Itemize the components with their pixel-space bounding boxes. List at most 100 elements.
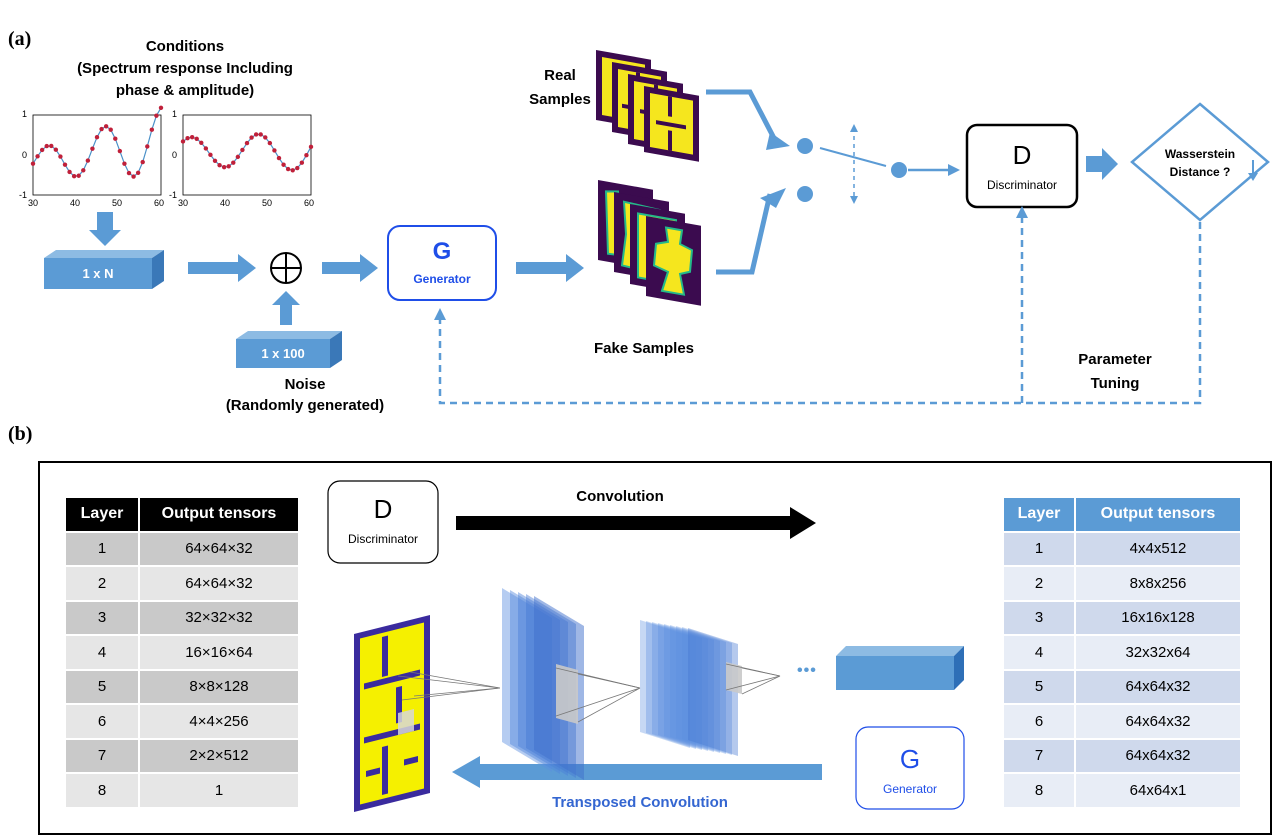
noise-caption: Noise (Randomly generated) bbox=[225, 376, 385, 414]
layer-cell: 5 bbox=[66, 669, 140, 705]
curve-marker bbox=[49, 143, 54, 149]
layer-cell: 1 bbox=[1004, 531, 1076, 567]
tensor-cell: 64x64x32 bbox=[1075, 738, 1240, 774]
layer-cell: 2 bbox=[66, 566, 140, 602]
plot1-ytick: 0 bbox=[22, 150, 28, 160]
tensor-cell: 64×64×32 bbox=[139, 531, 298, 567]
transposed-convolution-label: Transposed Convolution bbox=[552, 794, 728, 811]
arrow-generator-to-fake bbox=[516, 254, 584, 282]
spectrum-plot-2 bbox=[180, 114, 314, 196]
plot1-ytick: 1 bbox=[22, 109, 28, 119]
curve-marker bbox=[117, 148, 123, 154]
ellipsis: ••• bbox=[797, 662, 817, 679]
fake-samples-stack bbox=[598, 180, 701, 306]
plot2-ytick: 0 bbox=[172, 150, 178, 160]
curve-marker bbox=[267, 140, 273, 146]
curve-marker bbox=[203, 146, 209, 151]
curve-marker bbox=[76, 173, 81, 178]
curve-marker bbox=[276, 155, 282, 161]
sum-operator-icon bbox=[270, 252, 302, 284]
curve-marker bbox=[244, 140, 250, 146]
tensor-cell: 4x4x512 bbox=[1075, 531, 1240, 567]
down-arrow-conditions bbox=[89, 212, 121, 246]
discriminator-letter-b: D bbox=[373, 494, 393, 524]
plot2-xtick: 60 bbox=[304, 198, 315, 208]
layer-cell: 2 bbox=[1004, 566, 1076, 602]
real-path bbox=[706, 89, 779, 144]
plot2-ytick: 1 bbox=[172, 109, 178, 119]
layer-cell: 3 bbox=[66, 600, 140, 636]
arrow-discriminator-to-decision bbox=[1086, 148, 1118, 180]
plot1-ytick: -1 bbox=[19, 190, 28, 200]
generator-name-b: Generator bbox=[882, 782, 938, 796]
curve-marker bbox=[194, 136, 199, 141]
layer-cell: 4 bbox=[1004, 635, 1076, 671]
tensor-cell: 64x64x32 bbox=[1075, 704, 1240, 740]
curve-marker bbox=[85, 158, 91, 163]
panel-b-label: (b) bbox=[8, 423, 33, 445]
tensor-cell: 32×32×32 bbox=[139, 600, 298, 636]
curve-marker bbox=[122, 161, 127, 166]
tensor-cell: 1 bbox=[139, 773, 298, 809]
curve-marker bbox=[226, 164, 231, 169]
curve-marker bbox=[189, 134, 195, 140]
curve-marker bbox=[30, 161, 36, 166]
noise-vector-box bbox=[236, 331, 342, 368]
layer-cell: 3 bbox=[1004, 600, 1076, 636]
tensor-cell: 64x64x1 bbox=[1075, 773, 1240, 809]
curve-marker bbox=[217, 162, 222, 168]
curve-marker bbox=[272, 148, 277, 153]
arrow-sum-to-generator bbox=[322, 254, 378, 282]
spectrum-plot-1 bbox=[30, 105, 164, 196]
generator-box-b bbox=[855, 726, 965, 810]
conv-layer-stack-2 bbox=[640, 620, 742, 756]
curve-marker bbox=[199, 140, 204, 145]
curve-marker bbox=[185, 135, 190, 141]
plot1-xtick: 50 bbox=[112, 198, 123, 208]
real-samples-stack bbox=[596, 50, 699, 162]
parameter-tuning-feedback bbox=[438, 216, 1202, 405]
curve-marker bbox=[108, 127, 113, 132]
curve-marker bbox=[304, 152, 309, 158]
curve-marker bbox=[58, 154, 63, 159]
tensor-cell: 2×2×512 bbox=[139, 738, 298, 774]
discriminator-letter-a: D bbox=[1012, 140, 1032, 170]
curve-marker bbox=[231, 160, 236, 165]
conditions-title: Conditions (Spectrum response Including … bbox=[77, 38, 293, 99]
curve-marker bbox=[44, 143, 49, 149]
curve-marker bbox=[263, 135, 268, 140]
table-header-output: Output tensors bbox=[1075, 498, 1240, 533]
layer-cell: 5 bbox=[1004, 669, 1076, 705]
curve-marker bbox=[180, 139, 186, 144]
curve-marker bbox=[90, 146, 95, 151]
convolution-arrow bbox=[456, 507, 816, 539]
real-samples-label: Real Samples bbox=[529, 67, 591, 108]
fake-samples-label: Fake Samples bbox=[593, 340, 695, 357]
layer-cell: 7 bbox=[1004, 738, 1076, 774]
curve-marker bbox=[281, 162, 286, 167]
curve-marker bbox=[39, 147, 45, 153]
condition-vector-label: 1 x N bbox=[82, 266, 114, 281]
tensor-cell: 64×64×32 bbox=[139, 566, 298, 602]
layer-cell: 6 bbox=[66, 704, 140, 740]
curve-marker bbox=[67, 169, 72, 175]
plot1-xtick: 40 bbox=[70, 198, 81, 208]
input-structure-image bbox=[354, 615, 430, 812]
table-header-output: Output tensors bbox=[139, 498, 298, 533]
curve-marker bbox=[81, 168, 86, 173]
plot1-xtick: 30 bbox=[28, 198, 39, 208]
curve-marker bbox=[158, 105, 164, 111]
curve-marker bbox=[154, 113, 159, 118]
curve-marker bbox=[35, 154, 40, 159]
tensor-cell: 32x32x64 bbox=[1075, 635, 1240, 671]
